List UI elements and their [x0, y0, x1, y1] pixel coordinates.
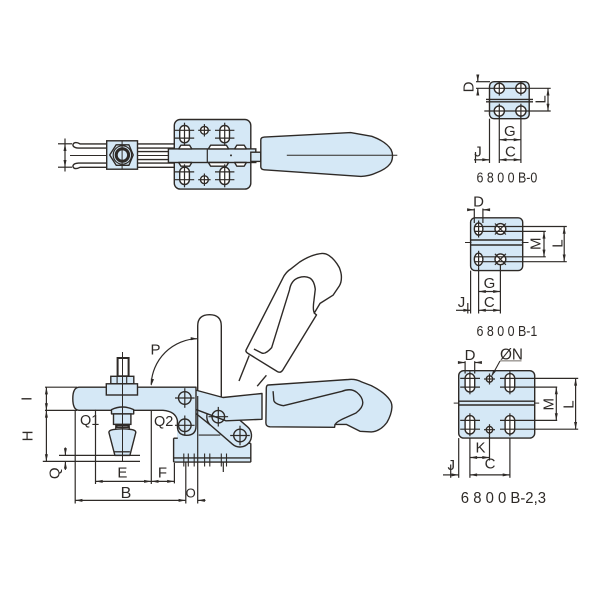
- svg-text:Q2: Q2: [154, 414, 173, 430]
- svg-text:6 8 0 0 B-1: 6 8 0 0 B-1: [477, 323, 538, 339]
- svg-text:D: D: [465, 347, 476, 364]
- svg-text:E: E: [117, 465, 127, 482]
- svg-text:O: O: [186, 486, 196, 501]
- svg-text:C: C: [484, 294, 495, 311]
- svg-text:P: P: [150, 342, 160, 359]
- svg-text:L: L: [532, 95, 549, 103]
- svg-text:F: F: [158, 465, 167, 482]
- svg-text:J: J: [474, 144, 482, 161]
- svg-text:D: D: [461, 81, 478, 92]
- svg-text:J: J: [448, 457, 456, 474]
- svg-text:L: L: [550, 239, 567, 247]
- svg-text:B: B: [121, 485, 132, 502]
- svg-text:G: G: [484, 275, 496, 292]
- svg-text:G: G: [504, 123, 516, 140]
- svg-text:ØN: ØN: [500, 347, 523, 364]
- svg-text:D: D: [473, 194, 484, 211]
- svg-text:6 8 0 0 B-0: 6 8 0 0 B-0: [477, 169, 538, 185]
- svg-text:M: M: [541, 398, 558, 411]
- svg-text:Q1: Q1: [80, 413, 99, 429]
- svg-text:J: J: [458, 294, 466, 311]
- svg-text:C: C: [485, 456, 496, 473]
- svg-text:6 8 0 0 B-2,3: 6 8 0 0 B-2,3: [461, 490, 546, 507]
- svg-text:C: C: [505, 143, 516, 160]
- svg-text:H: H: [20, 431, 37, 442]
- svg-text:I: I: [18, 397, 35, 401]
- svg-text:Q: Q: [47, 467, 64, 479]
- svg-text:M: M: [528, 238, 545, 251]
- svg-text:K: K: [475, 440, 485, 457]
- svg-text:L: L: [560, 400, 577, 408]
